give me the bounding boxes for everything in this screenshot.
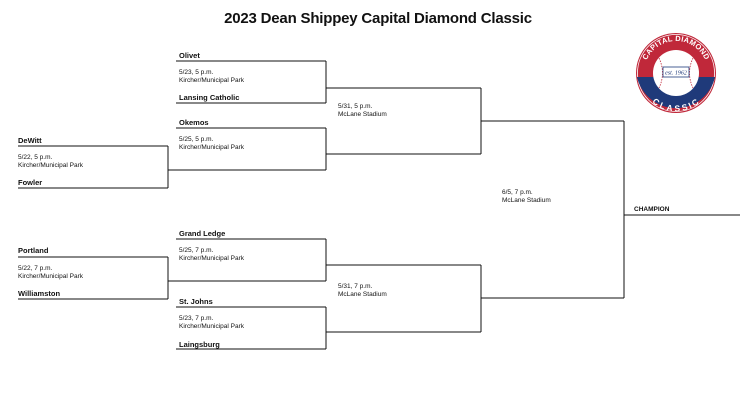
game-date: 5/23, 7 p.m.: [179, 315, 214, 322]
game-date: 5/25, 5 p.m.: [179, 136, 214, 143]
team-dewitt: DeWitt: [18, 136, 42, 145]
game-date: 6/5, 7 p.m.: [502, 189, 533, 196]
team-williamston: Williamston: [18, 289, 61, 298]
game-date: 5/31, 5 p.m.: [338, 103, 373, 110]
game-venue: Kircher/Municipal Park: [179, 77, 245, 84]
game-venue: McLane Stadium: [502, 197, 551, 204]
team-grand-ledge: Grand Ledge: [179, 229, 226, 238]
game-venue: McLane Stadium: [338, 291, 387, 298]
team-olivet: Olivet: [179, 51, 200, 60]
team-okemos: Okemos: [179, 118, 209, 127]
capital-diamond-classic-logo: est. 1962 CAPITAL DIAMOND CLASSIC: [636, 33, 716, 114]
page-title: 2023 Dean Shippey Capital Diamond Classi…: [224, 10, 532, 27]
game-venue: Kircher/Municipal Park: [179, 144, 245, 151]
logo-established: est. 1962: [665, 71, 687, 77]
game-date: 5/25, 7 p.m.: [179, 247, 214, 254]
team-fowler: Fowler: [18, 178, 43, 187]
game-date: 5/22, 7 p.m.: [18, 265, 53, 272]
game-venue: Kircher/Municipal Park: [179, 323, 245, 330]
champion-label: CHAMPION: [634, 206, 670, 213]
game-venue: McLane Stadium: [338, 111, 387, 118]
team-lansing-catholic: Lansing Catholic: [179, 93, 240, 102]
team-portland: Portland: [18, 246, 49, 255]
game-venue: Kircher/Municipal Park: [18, 162, 84, 169]
team-laingsburg: Laingsburg: [179, 340, 220, 349]
game-venue: Kircher/Municipal Park: [179, 255, 245, 262]
team-st-johns: St. Johns: [179, 297, 213, 306]
game-date: 5/22, 5 p.m.: [18, 154, 53, 161]
game-date: 5/23, 5 p.m.: [179, 69, 214, 76]
game-venue: Kircher/Municipal Park: [18, 273, 84, 280]
game-date: 5/31, 7 p.m.: [338, 283, 373, 290]
